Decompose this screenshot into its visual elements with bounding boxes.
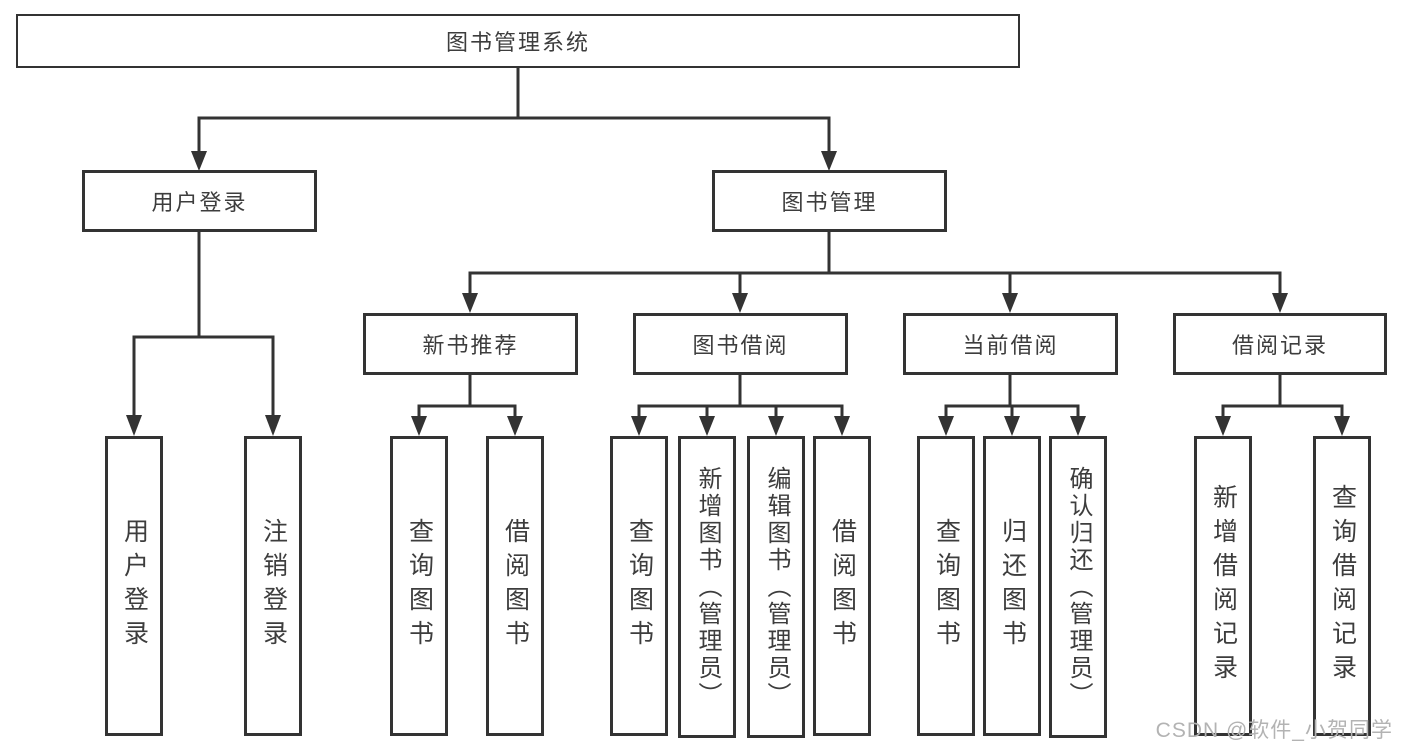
leaf-newrec-query-books: 查询图书 [390, 436, 448, 736]
arrow-down-icon [191, 151, 207, 171]
leaf-current-return-books: 归还图书 [983, 436, 1041, 736]
node-book-borrowing: 图书借阅 [633, 313, 848, 375]
node-label: 图书管理系统 [445, 30, 590, 55]
csdn-watermark: CSDN @软件_小贺同学 [1155, 719, 1393, 742]
leaf-logout: 注销登录 [244, 436, 302, 736]
arrow-down-icon [462, 293, 478, 313]
node-label: 用户登录 [151, 190, 248, 215]
connector-book-borrowing-children [631, 375, 850, 436]
node-label: 查询图书 [932, 518, 961, 654]
node-label: 借阅图书 [501, 518, 530, 654]
node-label: 编辑图书（管理员） [763, 465, 790, 709]
node-label: 注销登录 [259, 518, 288, 654]
arrow-down-icon [768, 416, 784, 436]
connector-user-login-children [126, 232, 281, 436]
node-label: 查询图书 [625, 518, 654, 654]
leaf-records-query-record: 查询借阅记录 [1313, 436, 1371, 736]
arrow-down-icon [507, 416, 523, 436]
arrow-down-icon [834, 416, 850, 436]
leaf-borrowing-edit-books-admin: 编辑图书（管理员） [747, 436, 805, 738]
arrow-down-icon [265, 415, 281, 436]
leaf-user-login: 用户登录 [105, 436, 163, 736]
arrow-down-icon [411, 416, 427, 436]
node-user-login: 用户登录 [82, 170, 317, 232]
connector-new-book-recommend-children [411, 375, 523, 436]
node-label: 新增借阅记录 [1209, 484, 1238, 688]
node-book-management: 图书管理 [712, 170, 947, 232]
arrow-down-icon [938, 416, 954, 436]
arrow-down-icon [1070, 416, 1086, 436]
leaf-borrowing-add-books-admin: 新增图书（管理员） [678, 436, 736, 738]
connector-current-borrowing-children [938, 375, 1086, 436]
node-label: 归还图书 [998, 518, 1027, 654]
arrow-down-icon [1002, 293, 1018, 313]
arrow-down-icon [821, 151, 837, 171]
node-library-management-system: 图书管理系统 [16, 14, 1020, 68]
arrow-down-icon [1004, 416, 1020, 436]
node-label: 图书管理 [781, 190, 878, 215]
node-current-borrowing: 当前借阅 [903, 313, 1118, 375]
node-label: 查询图书 [405, 518, 434, 654]
node-label: 新增图书（管理员） [694, 465, 721, 709]
node-label: 图书借阅 [692, 333, 789, 358]
connector-borrowing-records-children [1215, 375, 1350, 436]
node-label: 查询借阅记录 [1328, 484, 1357, 688]
arrow-down-icon [699, 416, 715, 436]
leaf-borrowing-borrow-books: 借阅图书 [813, 436, 871, 736]
connector-book-management-children [462, 232, 1288, 313]
connector-root-to-level2 [191, 68, 837, 171]
arrow-down-icon [732, 293, 748, 313]
node-new-book-recommend: 新书推荐 [363, 313, 578, 375]
leaf-records-add-record: 新增借阅记录 [1194, 436, 1252, 736]
node-label: 当前借阅 [962, 333, 1059, 358]
arrow-down-icon [1215, 416, 1231, 436]
leaf-current-confirm-return-admin: 确认归还（管理员） [1049, 436, 1107, 738]
node-label: 新书推荐 [422, 333, 519, 358]
arrow-down-icon [1334, 416, 1350, 436]
arrow-down-icon [631, 416, 647, 436]
node-borrowing-records: 借阅记录 [1173, 313, 1387, 375]
node-label: 借阅记录 [1231, 333, 1328, 358]
node-label: 用户登录 [120, 518, 149, 654]
node-label: 借阅图书 [828, 518, 857, 654]
leaf-borrowing-query-books: 查询图书 [610, 436, 668, 736]
leaf-newrec-borrow-books: 借阅图书 [486, 436, 544, 736]
arrow-down-icon [126, 415, 142, 436]
leaf-current-query-books: 查询图书 [917, 436, 975, 736]
arrow-down-icon [1272, 293, 1288, 313]
node-label: 确认归还（管理员） [1065, 465, 1092, 709]
